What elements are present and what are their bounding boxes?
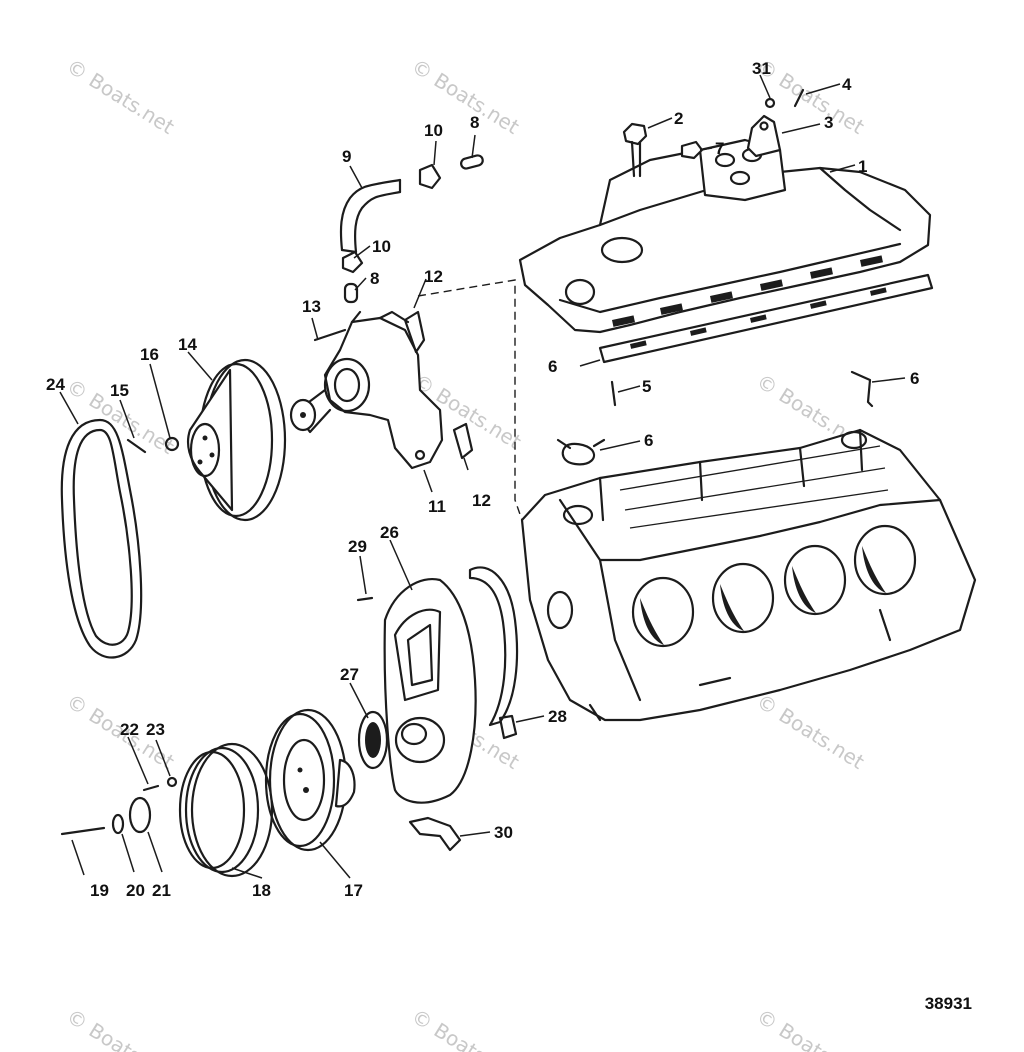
callout-8: 8 [470,113,479,132]
washer [764,97,776,109]
water-pump-gasket [403,310,474,460]
callout-15: 15 [110,381,129,400]
dowel-pin [610,380,617,407]
watermark: © Boats.net [407,1004,523,1052]
callout-12: 12 [424,267,443,286]
plug [680,140,704,160]
callout-23: 23 [146,720,165,739]
callout-22: 22 [120,720,139,739]
timing-pointer [408,816,462,852]
timing-cover-bolt [356,596,374,602]
callout-30: 30 [494,823,513,842]
pulley-screw [142,784,160,792]
balancer-bolt [60,826,106,836]
callout-2: 2 [674,109,683,128]
hose-nipple [460,154,484,170]
callout-17: 17 [344,881,363,900]
callout-6: 6 [910,369,919,388]
callout-13: 13 [302,297,321,316]
cylinder-block [520,428,977,722]
manifold-bolt [622,122,648,178]
callout-7: 7 [715,139,724,158]
intake-ports [612,255,883,327]
watermark: © Boats.net [752,1004,868,1052]
hose-fitting [341,250,364,274]
harmonic-balancer [264,708,356,852]
drive-belt [60,418,143,659]
intake-manifold [518,138,932,334]
callout-1: 1 [858,157,867,176]
lock-washer [166,776,178,788]
callout-16: 16 [140,345,159,364]
callout-10: 10 [424,121,443,140]
callout-27: 27 [340,665,359,684]
pulley-washer [164,436,180,452]
crankshaft-pulley [178,742,274,878]
timing-cover-gasket [468,566,519,727]
hose-fitting [418,163,442,190]
callout-14: 14 [178,335,197,354]
balancer-spacer [128,796,152,834]
document-number: 38931 [924,994,972,1013]
oil-pan-seal [498,714,518,740]
callout-10: 10 [372,237,391,256]
hose-nipple [343,282,359,304]
bypass-hose [339,178,402,254]
callouts: 1 2 3 4 5 6 6 6 7 8 8 9 10 10 11 12 12 1… [46,59,919,900]
leader-lines [59,74,906,879]
callout-26: 26 [380,523,399,542]
callout-19: 19 [90,881,109,900]
lifting-bracket [746,114,782,158]
callout-21: 21 [152,881,171,900]
timing-cover [383,577,477,804]
callout-3: 3 [824,113,833,132]
callout-4: 4 [842,75,852,94]
callout-18: 18 [252,881,271,900]
watermark: © Boats.net [62,54,178,139]
callout-24: 24 [46,375,65,394]
callout-6: 6 [548,357,557,376]
callout-8: 8 [370,269,379,288]
watermark: © Boats.net [752,689,868,774]
water-pump-pulley [186,358,287,522]
watermark: © Boats.net [62,1004,178,1052]
pulley-bolt [126,438,147,454]
callout-6: 6 [644,431,653,450]
callout-9: 9 [342,147,351,166]
callout-28: 28 [548,707,567,726]
end-seal-strip [850,370,874,408]
callout-5: 5 [642,377,651,396]
manifold-gasket [598,273,934,364]
callout-31: 31 [752,59,771,78]
water-pump [289,310,444,470]
water-pump-bolt [313,328,347,342]
callout-29: 29 [348,537,367,556]
water-outlet-gasket [556,438,606,466]
callout-11: 11 [428,497,446,516]
crankshaft-seal [357,710,389,770]
balancer-washer [111,813,125,835]
stud-bolt [793,88,805,108]
callout-20: 20 [126,881,145,900]
alignment-line [417,279,523,521]
callout-12: 12 [472,491,491,510]
